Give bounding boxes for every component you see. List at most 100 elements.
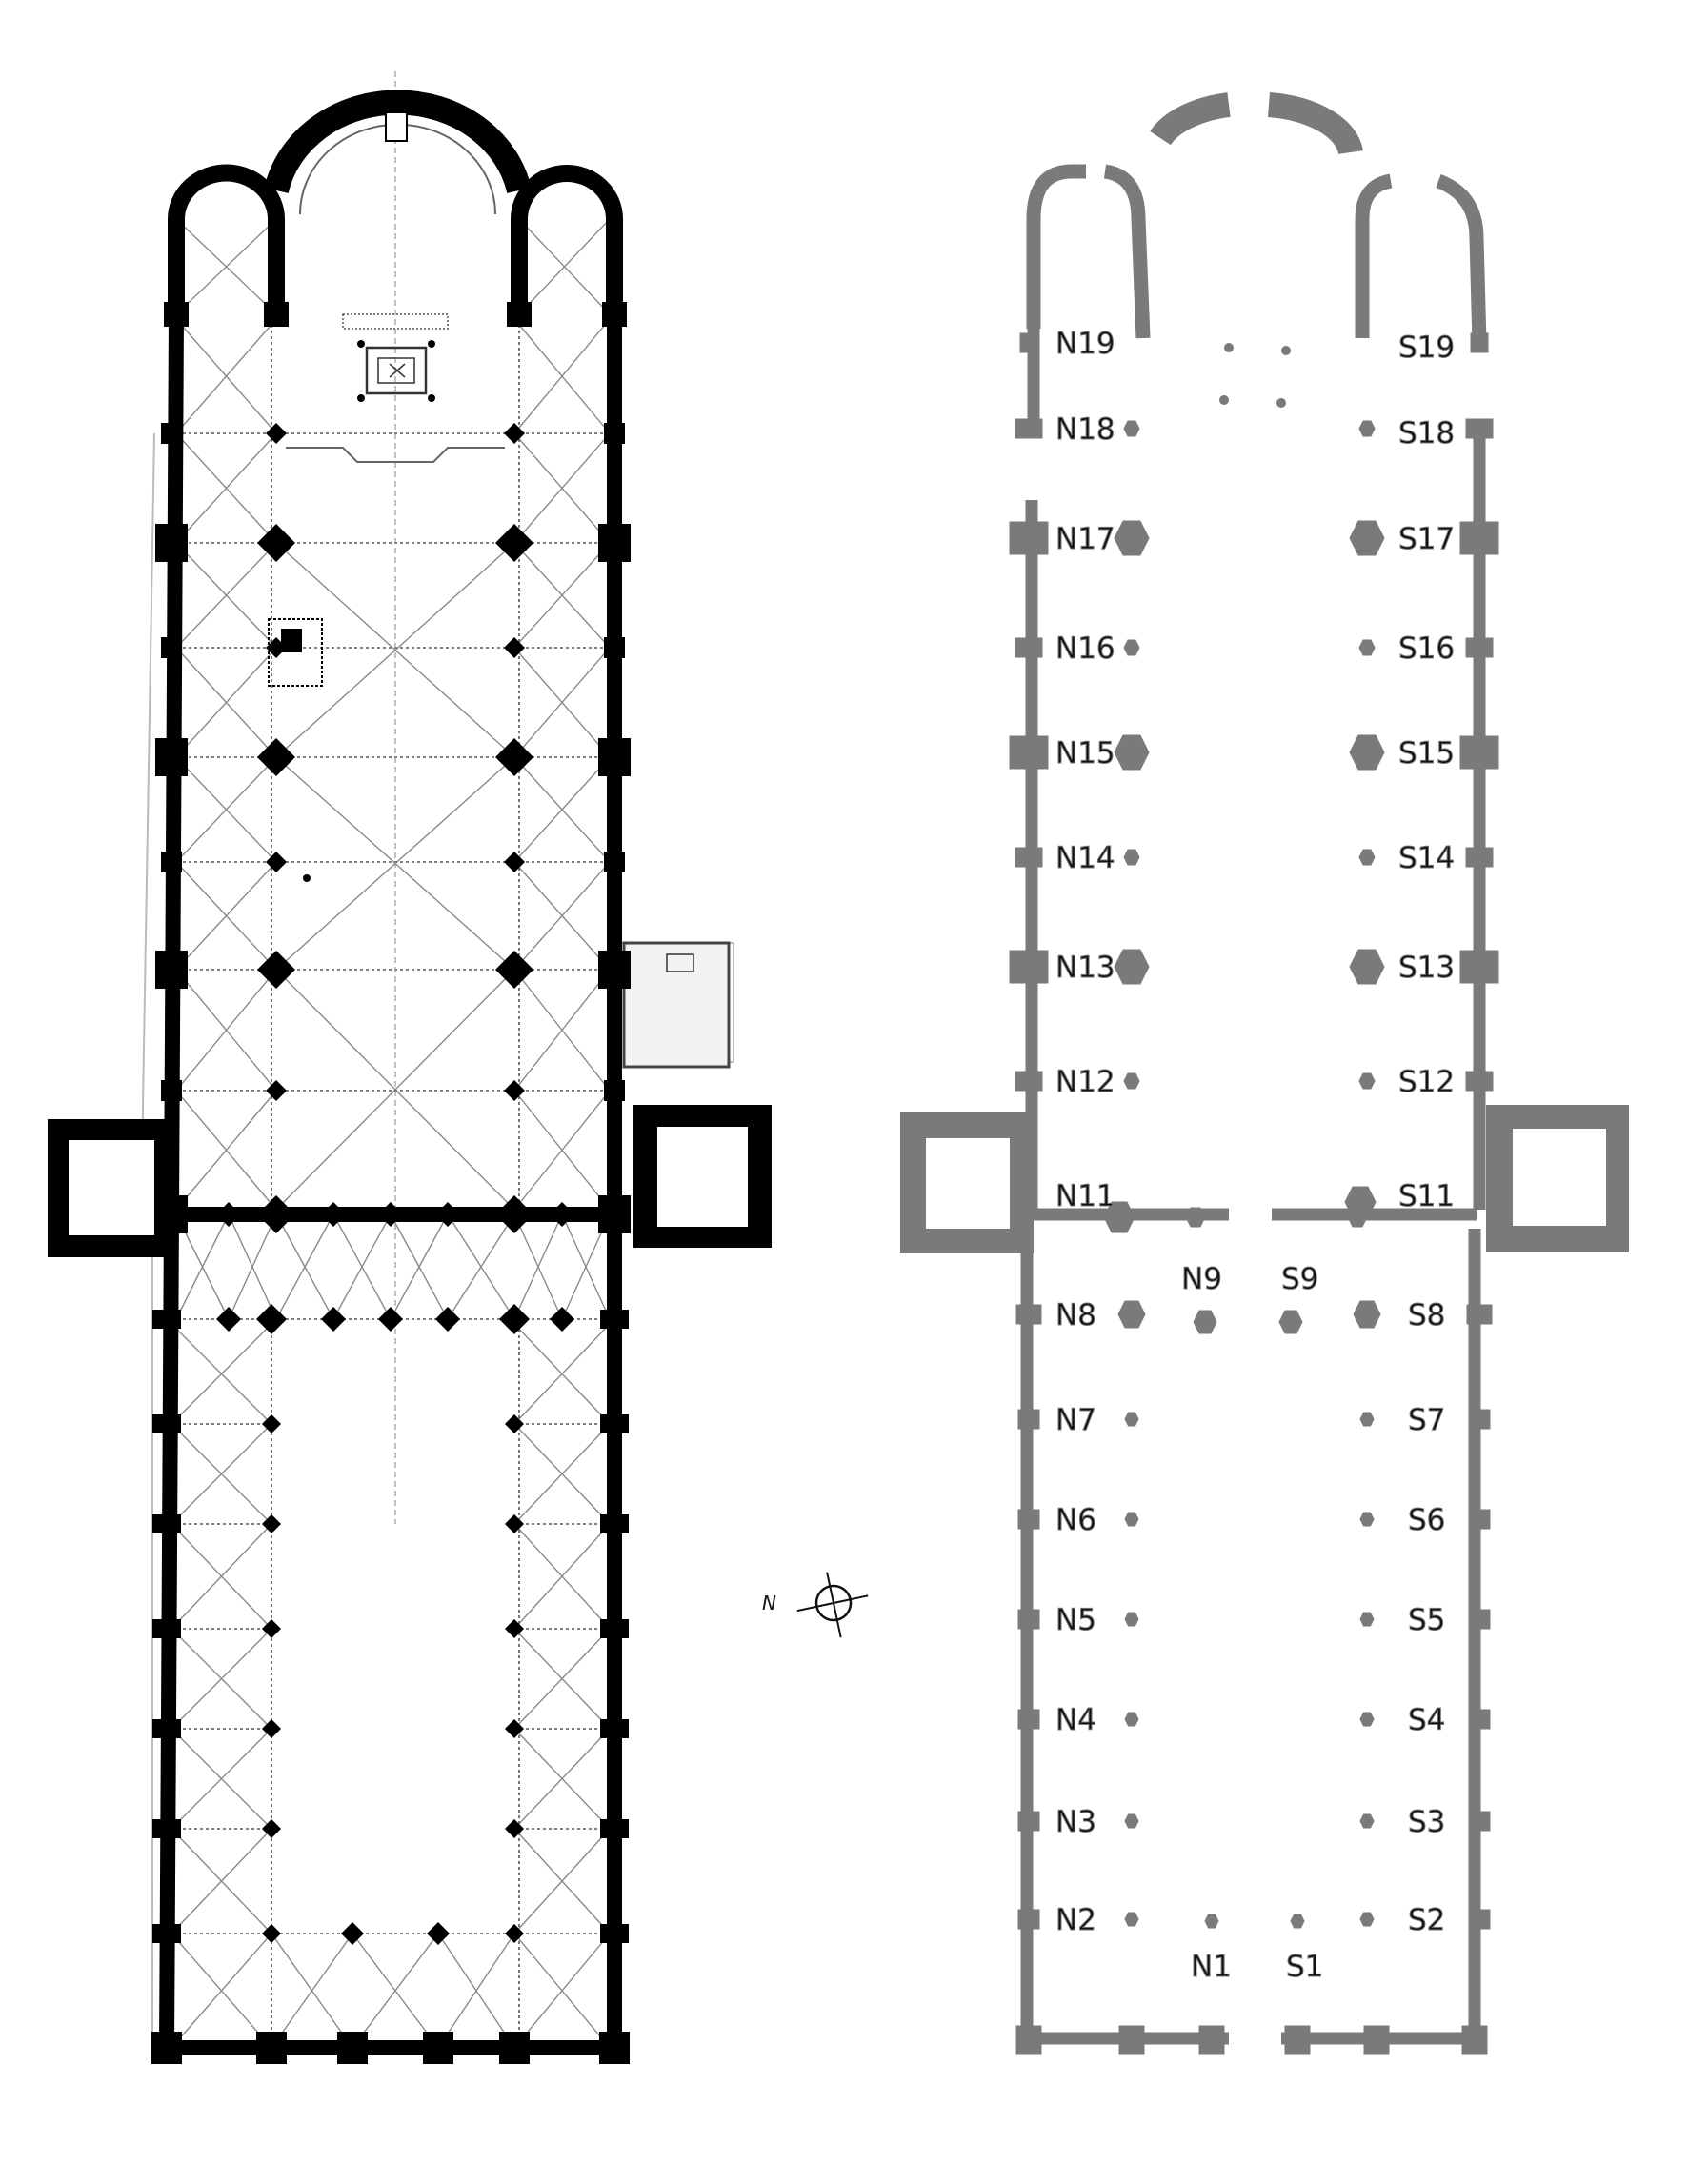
label-n19: N19 (1055, 327, 1115, 361)
wall-pier (598, 524, 631, 562)
south-transept (622, 941, 772, 1248)
label-n1: N1 (1191, 1950, 1232, 1984)
pier (435, 1307, 460, 1332)
wall-pier (1468, 1709, 1491, 1730)
pier (504, 423, 525, 444)
west-wall-pier (256, 2032, 287, 2064)
pier (505, 1514, 524, 1533)
pier (504, 637, 525, 658)
wall-pier (1468, 1909, 1491, 1930)
wall-pier (152, 1310, 181, 1329)
measured-floor-plan (48, 71, 772, 2064)
label-s19: S19 (1398, 331, 1455, 365)
pier-s17 (1349, 520, 1385, 556)
label-s17: S17 (1398, 522, 1455, 556)
pier (216, 1202, 241, 1227)
wall-pier (1009, 521, 1049, 555)
label-s4: S4 (1408, 1703, 1445, 1737)
wall-pier (1459, 735, 1499, 770)
pier-s16 (1358, 639, 1376, 656)
wall-pier (1465, 637, 1494, 658)
pier (1278, 1310, 1303, 1334)
wall-pier (1468, 1409, 1491, 1430)
pier-s6 (1359, 1512, 1375, 1527)
label-n18: N18 (1055, 412, 1115, 447)
label-n15: N15 (1055, 736, 1115, 771)
label-n14: N14 (1055, 841, 1115, 875)
wall-pier (600, 1924, 629, 1943)
schematic-south-transept (1486, 1105, 1629, 1252)
pier (550, 1202, 574, 1227)
pier (1193, 1310, 1217, 1334)
west-wall-pier (151, 2032, 182, 2064)
label-s3: S3 (1408, 1805, 1445, 1839)
pier (266, 423, 287, 444)
pier-s5 (1359, 1612, 1375, 1627)
west-wall-pier (1118, 2025, 1145, 2055)
west-wall-pier (1284, 2025, 1311, 2055)
pier (262, 1719, 281, 1738)
pier-s7 (1359, 1412, 1375, 1427)
wall-pier (1015, 1071, 1043, 1092)
pier (495, 951, 533, 989)
pier (427, 1922, 450, 1945)
main-apse (264, 90, 532, 215)
wall-pier (600, 1619, 629, 1638)
label-s11: S11 (1398, 1179, 1455, 1213)
wall-pier (164, 302, 189, 327)
pier (257, 1195, 295, 1233)
west-wall-pier (1363, 2025, 1390, 2055)
north-transept (48, 1119, 171, 1257)
wall-pier (598, 738, 631, 776)
pier (216, 1307, 241, 1332)
label-n8: N8 (1055, 1298, 1096, 1332)
pier (262, 1514, 281, 1533)
wall-pier (1017, 1709, 1040, 1730)
label-n11: N11 (1055, 1179, 1115, 1213)
label-n16: N16 (1055, 631, 1115, 666)
wall-pier (155, 1195, 188, 1233)
pier (257, 951, 295, 989)
wall-pier (1017, 1409, 1040, 1430)
wall-pier (161, 423, 182, 444)
wall-pier (155, 738, 188, 776)
pier-s8 (1353, 1300, 1381, 1329)
wall-pier (1015, 637, 1043, 658)
west-wall-pier (337, 2032, 368, 2064)
wall-pier (152, 1719, 181, 1738)
schematic-north-transept (900, 1112, 1034, 1253)
wall-pier (161, 852, 182, 872)
north-arrow: N (762, 1572, 869, 1638)
wall-pier (1009, 735, 1049, 770)
west-wall-pier (1015, 2025, 1042, 2055)
altar-column (1276, 398, 1286, 408)
wall-pier (152, 1619, 181, 1638)
wall-pier (1017, 1609, 1040, 1630)
wall-pier (152, 1514, 181, 1533)
crossing-pier (1344, 1186, 1377, 1218)
wall-pier (152, 1924, 181, 1943)
label-s2: S2 (1408, 1903, 1445, 1937)
wall-pier (602, 302, 627, 327)
wall-pier (600, 1819, 629, 1838)
label-n2: N2 (1055, 1903, 1096, 1937)
wall-pier (161, 1080, 182, 1101)
west-wall-pier (423, 2032, 453, 2064)
pier (505, 1719, 524, 1738)
wall-pier (604, 423, 625, 444)
pier-n13 (1114, 949, 1150, 985)
altar-column (1224, 343, 1234, 352)
pier-n17 (1114, 520, 1150, 556)
label-n7: N7 (1055, 1403, 1096, 1437)
pier-n7 (1124, 1412, 1139, 1427)
pier-n2 (1124, 1912, 1139, 1927)
pier-n3 (1124, 1813, 1139, 1829)
wall-pier (1015, 418, 1043, 439)
wall-pier (1009, 950, 1049, 984)
label-n17: N17 (1055, 522, 1115, 556)
piers (151, 302, 631, 2064)
west-wall-pier (499, 2032, 530, 2064)
pier (499, 1304, 530, 1334)
